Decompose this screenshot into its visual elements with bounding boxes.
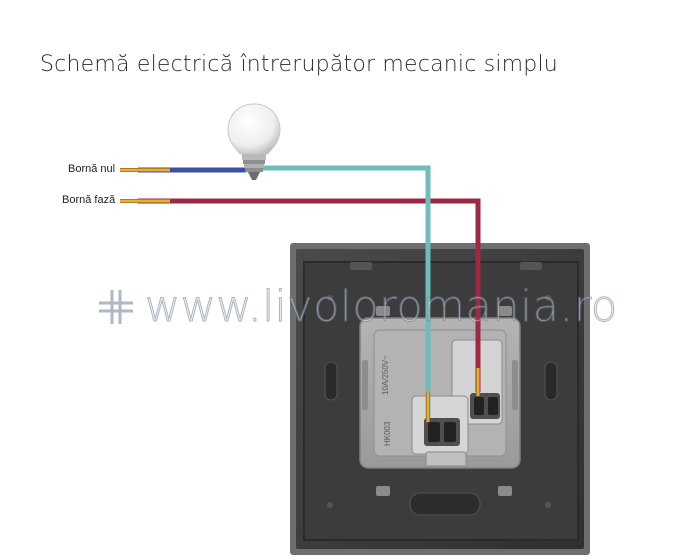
phase-terminal-label: Bornă fază: [62, 194, 116, 206]
module-model-text: HK003: [383, 421, 392, 446]
watermark-text: www.livoloromania.ro: [145, 282, 618, 333]
page-title: Schemă electrică întrerupător mecanic si…: [40, 52, 558, 77]
switched-wire: [262, 165, 431, 418]
wires: [120, 165, 481, 422]
watermark: www.livoloromania.ro: [97, 282, 618, 333]
module-rating-text: 10A/250V~: [381, 355, 390, 395]
phase-wire: [138, 198, 481, 392]
livolo-logo-icon: [99, 290, 133, 324]
neutral-terminal-label: Bornă nul: [68, 163, 116, 175]
light-bulb-icon: [227, 103, 281, 180]
